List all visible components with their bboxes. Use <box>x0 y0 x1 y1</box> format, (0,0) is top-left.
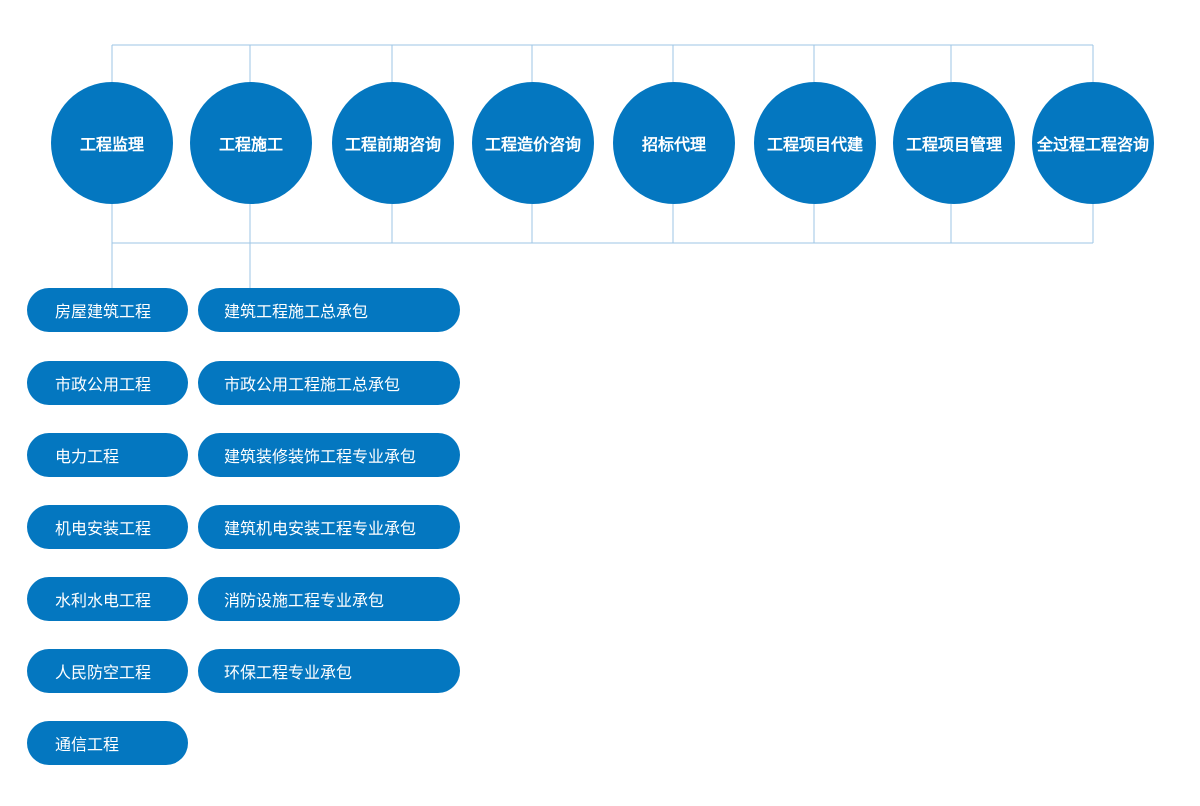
service-label: 工程造价咨询 <box>484 135 581 154</box>
item-label: 环保工程专业承包 <box>224 663 353 682</box>
service-circle-tender-agency[interactable]: 招标代理 <box>613 82 735 204</box>
item-label: 房屋建筑工程 <box>55 302 152 321</box>
construction-item[interactable]: 建筑机电安装工程专业承包 <box>198 505 460 549</box>
item-label: 消防设施工程专业承包 <box>224 591 385 610</box>
item-label: 建筑工程施工总承包 <box>224 302 369 321</box>
item-label: 建筑装修装饰工程专业承包 <box>224 447 417 466</box>
service-label: 工程项目管理 <box>905 135 1002 154</box>
supervision-item[interactable]: 通信工程 <box>27 721 188 765</box>
supervision-item[interactable]: 电力工程 <box>27 433 188 477</box>
item-label: 人民防空工程 <box>55 663 152 682</box>
construction-item[interactable]: 市政公用工程施工总承包 <box>198 361 460 405</box>
item-label: 电力工程 <box>55 447 120 466</box>
item-label: 建筑机电安装工程专业承包 <box>224 519 417 538</box>
service-circle-cost-consulting[interactable]: 工程造价咨询 <box>472 82 594 204</box>
lower-stems <box>111 204 1094 243</box>
service-label: 工程监理 <box>79 135 144 154</box>
service-label: 招标代理 <box>641 135 706 154</box>
construction-item[interactable]: 建筑工程施工总承包 <box>198 288 460 332</box>
supervision-item[interactable]: 水利水电工程 <box>27 577 188 621</box>
service-label: 全过程工程咨询 <box>1036 135 1149 154</box>
supervision-item[interactable]: 市政公用工程 <box>27 361 188 405</box>
supervision-item[interactable]: 机电安装工程 <box>27 505 188 549</box>
service-circle-whole-process-consulting[interactable]: 全过程工程咨询 <box>1032 82 1154 204</box>
item-label: 市政公用工程施工总承包 <box>224 375 401 394</box>
service-circle-project-agent-construction[interactable]: 工程项目代建 <box>754 82 876 204</box>
construction-item[interactable]: 建筑装修装饰工程专业承包 <box>198 433 460 477</box>
service-circle-project-management[interactable]: 工程项目管理 <box>893 82 1015 204</box>
service-circle-supervision[interactable]: 工程监理 <box>51 82 173 204</box>
service-circle-construction[interactable]: 工程施工 <box>190 82 312 204</box>
item-label: 机电安装工程 <box>55 519 152 538</box>
construction-item[interactable]: 消防设施工程专业承包 <box>198 577 460 621</box>
item-label: 通信工程 <box>55 735 120 754</box>
service-label: 工程施工 <box>218 135 283 154</box>
construction-item[interactable]: 环保工程专业承包 <box>198 649 460 693</box>
supervision-item[interactable]: 人民防空工程 <box>27 649 188 693</box>
upper-stems <box>111 45 1094 84</box>
item-label: 水利水电工程 <box>55 591 152 610</box>
supervision-item[interactable]: 房屋建筑工程 <box>27 288 188 332</box>
service-label: 工程前期咨询 <box>344 135 441 154</box>
service-circle-preliminary-consulting[interactable]: 工程前期咨询 <box>332 82 454 204</box>
service-label: 工程项目代建 <box>766 135 863 154</box>
item-label: 市政公用工程 <box>55 375 152 394</box>
